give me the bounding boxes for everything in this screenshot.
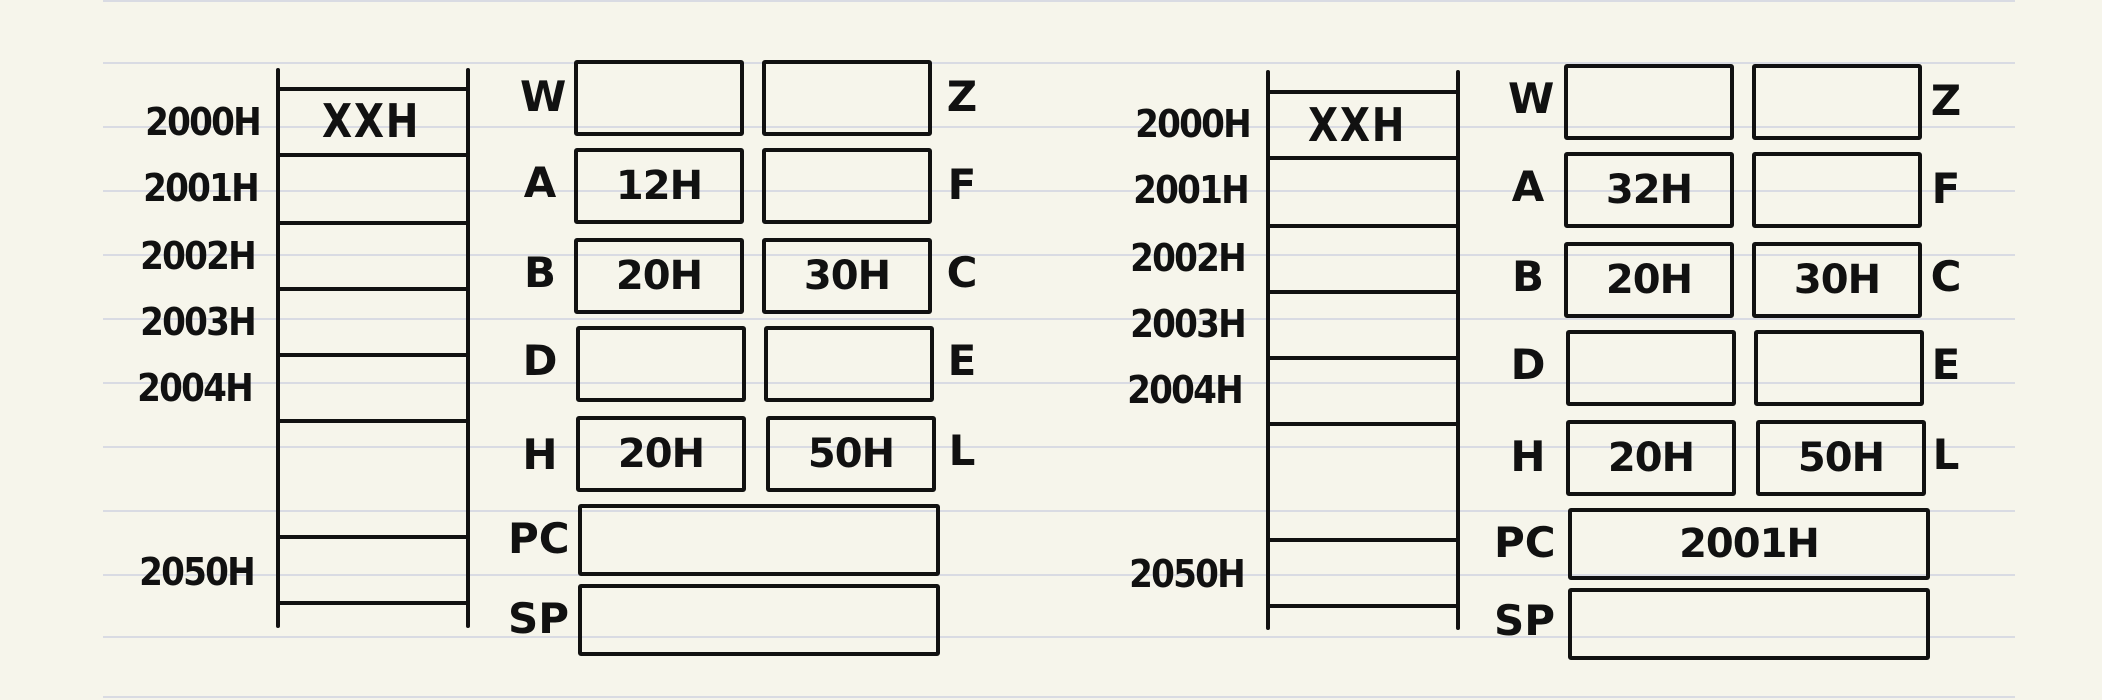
register-b: 20H xyxy=(1564,242,1734,318)
ruled-line xyxy=(103,126,2015,128)
register-sp xyxy=(1568,588,1930,660)
memory-value-2000h: XXH xyxy=(1308,98,1407,152)
address-label: 2001H xyxy=(1133,168,1250,212)
memory-rail-right xyxy=(466,68,470,628)
memory-cell-border xyxy=(278,221,468,225)
register-a: 12H xyxy=(574,148,744,224)
register-l: 50H xyxy=(1756,420,1926,496)
register-name-d: D xyxy=(1510,340,1546,389)
register-c: 30H xyxy=(1752,242,1922,318)
address-label: 2003H xyxy=(1130,302,1247,346)
memory-cell-border xyxy=(1268,290,1458,294)
ruled-line xyxy=(103,446,2015,448)
register-name-b: B xyxy=(1511,252,1544,301)
memory-cell-border xyxy=(1268,604,1458,608)
register-name-l: L xyxy=(948,426,976,475)
register-name-z: Z xyxy=(1930,76,1962,125)
memory-register-panel-before: 2000H 2001H 2002H 2003H 2004H 2050H XXH … xyxy=(0,0,980,700)
register-name-w: W xyxy=(520,72,567,121)
register-name-f: F xyxy=(1931,164,1961,213)
register-name-l: L xyxy=(1932,430,1960,479)
ruled-line xyxy=(103,0,2015,2)
register-d xyxy=(1566,330,1736,406)
register-name-sp: SP xyxy=(508,594,570,643)
memory-cell-border xyxy=(1268,538,1458,542)
ruled-line xyxy=(103,510,2015,512)
memory-register-panel-after: 2000H 2001H 2002H 2003H 2004H 2050H XXH … xyxy=(990,0,1970,700)
address-label: 2000H xyxy=(1135,102,1252,146)
memory-cell-border xyxy=(278,87,468,91)
register-f xyxy=(762,148,932,224)
ruled-line xyxy=(103,254,2015,256)
register-e xyxy=(764,326,934,402)
ruled-line xyxy=(103,62,2015,64)
register-name-sp: SP xyxy=(1494,596,1556,645)
ruled-line xyxy=(103,696,2015,698)
register-f xyxy=(1752,152,1922,228)
memory-rail-right xyxy=(1456,70,1460,630)
address-label: 2004H xyxy=(1127,368,1244,412)
memory-cell-border xyxy=(278,535,468,539)
memory-cell-border xyxy=(278,353,468,357)
register-l: 50H xyxy=(766,416,936,492)
address-label: 2050H xyxy=(1129,552,1246,596)
register-name-a: A xyxy=(1511,162,1545,211)
ruled-line xyxy=(103,190,2015,192)
memory-rail-left xyxy=(1266,70,1270,630)
ruled-line xyxy=(103,574,2015,576)
address-label: 2004H xyxy=(137,366,254,410)
memory-cell-border xyxy=(1268,356,1458,360)
register-name-e: E xyxy=(1931,340,1961,389)
address-label: 2050H xyxy=(139,550,256,594)
memory-cell-border xyxy=(278,601,468,605)
register-h: 20H xyxy=(1566,420,1736,496)
ruled-line xyxy=(103,382,2015,384)
memory-cell-border xyxy=(1268,90,1458,94)
memory-rail-left xyxy=(276,68,280,628)
register-name-c: C xyxy=(946,248,978,297)
register-name-pc: PC xyxy=(508,514,570,563)
register-b: 20H xyxy=(574,238,744,314)
register-c: 30H xyxy=(762,238,932,314)
register-name-b: B xyxy=(523,248,556,297)
address-label: 2003H xyxy=(140,300,257,344)
memory-cell-border xyxy=(278,153,468,157)
register-name-a: A xyxy=(523,158,557,207)
ruled-line xyxy=(103,318,2015,320)
memory-cell-border xyxy=(1268,422,1458,426)
register-sp xyxy=(578,584,940,656)
register-a: 32H xyxy=(1564,152,1734,228)
memory-cell-border xyxy=(1268,156,1458,160)
ruled-line xyxy=(103,636,2015,638)
register-name-z: Z xyxy=(946,72,978,121)
register-name-h: H xyxy=(1510,432,1546,481)
register-z xyxy=(1752,64,1922,140)
register-name-f: F xyxy=(947,160,977,209)
register-name-w: W xyxy=(1508,74,1555,123)
address-label: 2001H xyxy=(143,166,260,210)
register-name-h: H xyxy=(522,430,558,479)
memory-cell-border xyxy=(278,419,468,423)
register-h: 20H xyxy=(576,416,746,492)
memory-cell-border xyxy=(278,287,468,291)
register-name-d: D xyxy=(522,336,558,385)
register-e xyxy=(1754,330,1924,406)
memory-cell-border xyxy=(1268,224,1458,228)
register-z xyxy=(762,60,932,136)
address-label: 2002H xyxy=(140,234,257,278)
register-pc xyxy=(578,504,940,576)
register-w xyxy=(574,60,744,136)
register-name-pc: PC xyxy=(1494,518,1556,567)
register-name-c: C xyxy=(1930,252,1962,301)
register-d xyxy=(576,326,746,402)
register-w xyxy=(1564,64,1734,140)
register-pc: 2001H xyxy=(1568,508,1930,580)
address-label: 2000H xyxy=(145,100,262,144)
register-name-e: E xyxy=(947,336,977,385)
memory-value-2000h: XXH xyxy=(322,94,421,148)
address-label: 2002H xyxy=(1130,236,1247,280)
